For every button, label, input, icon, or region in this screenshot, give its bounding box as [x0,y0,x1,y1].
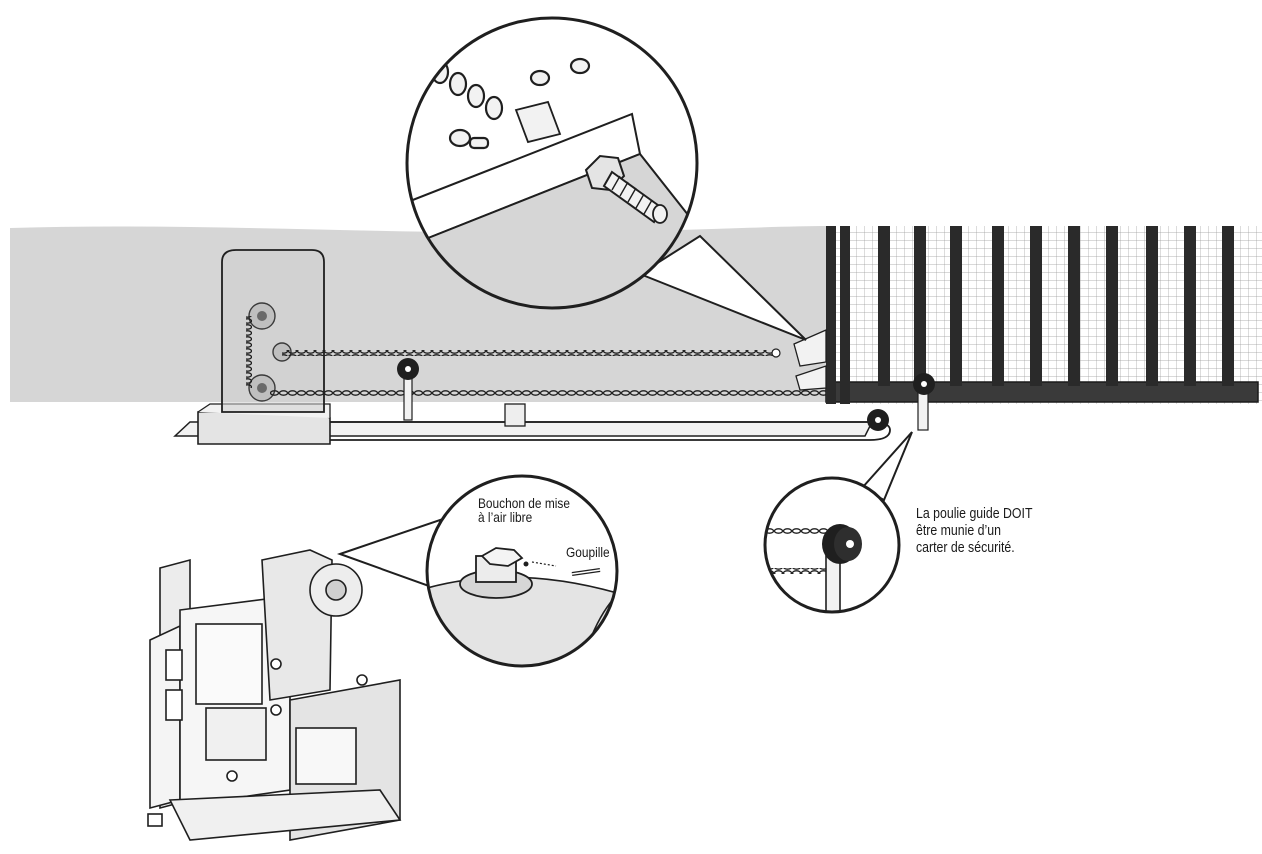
guard-note-label: La poulie guide DOIT être munie d’un car… [916,506,1032,557]
idler-pulley-icon [397,358,419,421]
vent-plug-callout [336,474,619,668]
chain-icon [270,348,920,396]
vent-plug-icon [459,547,533,599]
bolt-icon [584,154,668,224]
bolt-detail-callout [405,16,807,341]
guard-note-line-2: être munie d’un [916,523,1001,539]
pin-label: Goupille [566,544,610,560]
guard-note-line-1: La poulie guide DOIT [916,506,1033,522]
guard-note-line-3: carter de sécurité. [916,540,1015,556]
vent-plug-label-line-1: Bouchon de mise [478,495,570,511]
vent-plug-label-line-2: à l’air libre [478,509,533,525]
idler-pulley-icon [822,524,862,564]
vent-plug-label: Bouchon de mise à l’air libre [478,496,570,524]
pin-icon [571,568,601,576]
sliding-gate [793,226,1262,431]
operator-mechanism-icon [147,549,402,841]
idler-guard-callout [763,431,913,614]
